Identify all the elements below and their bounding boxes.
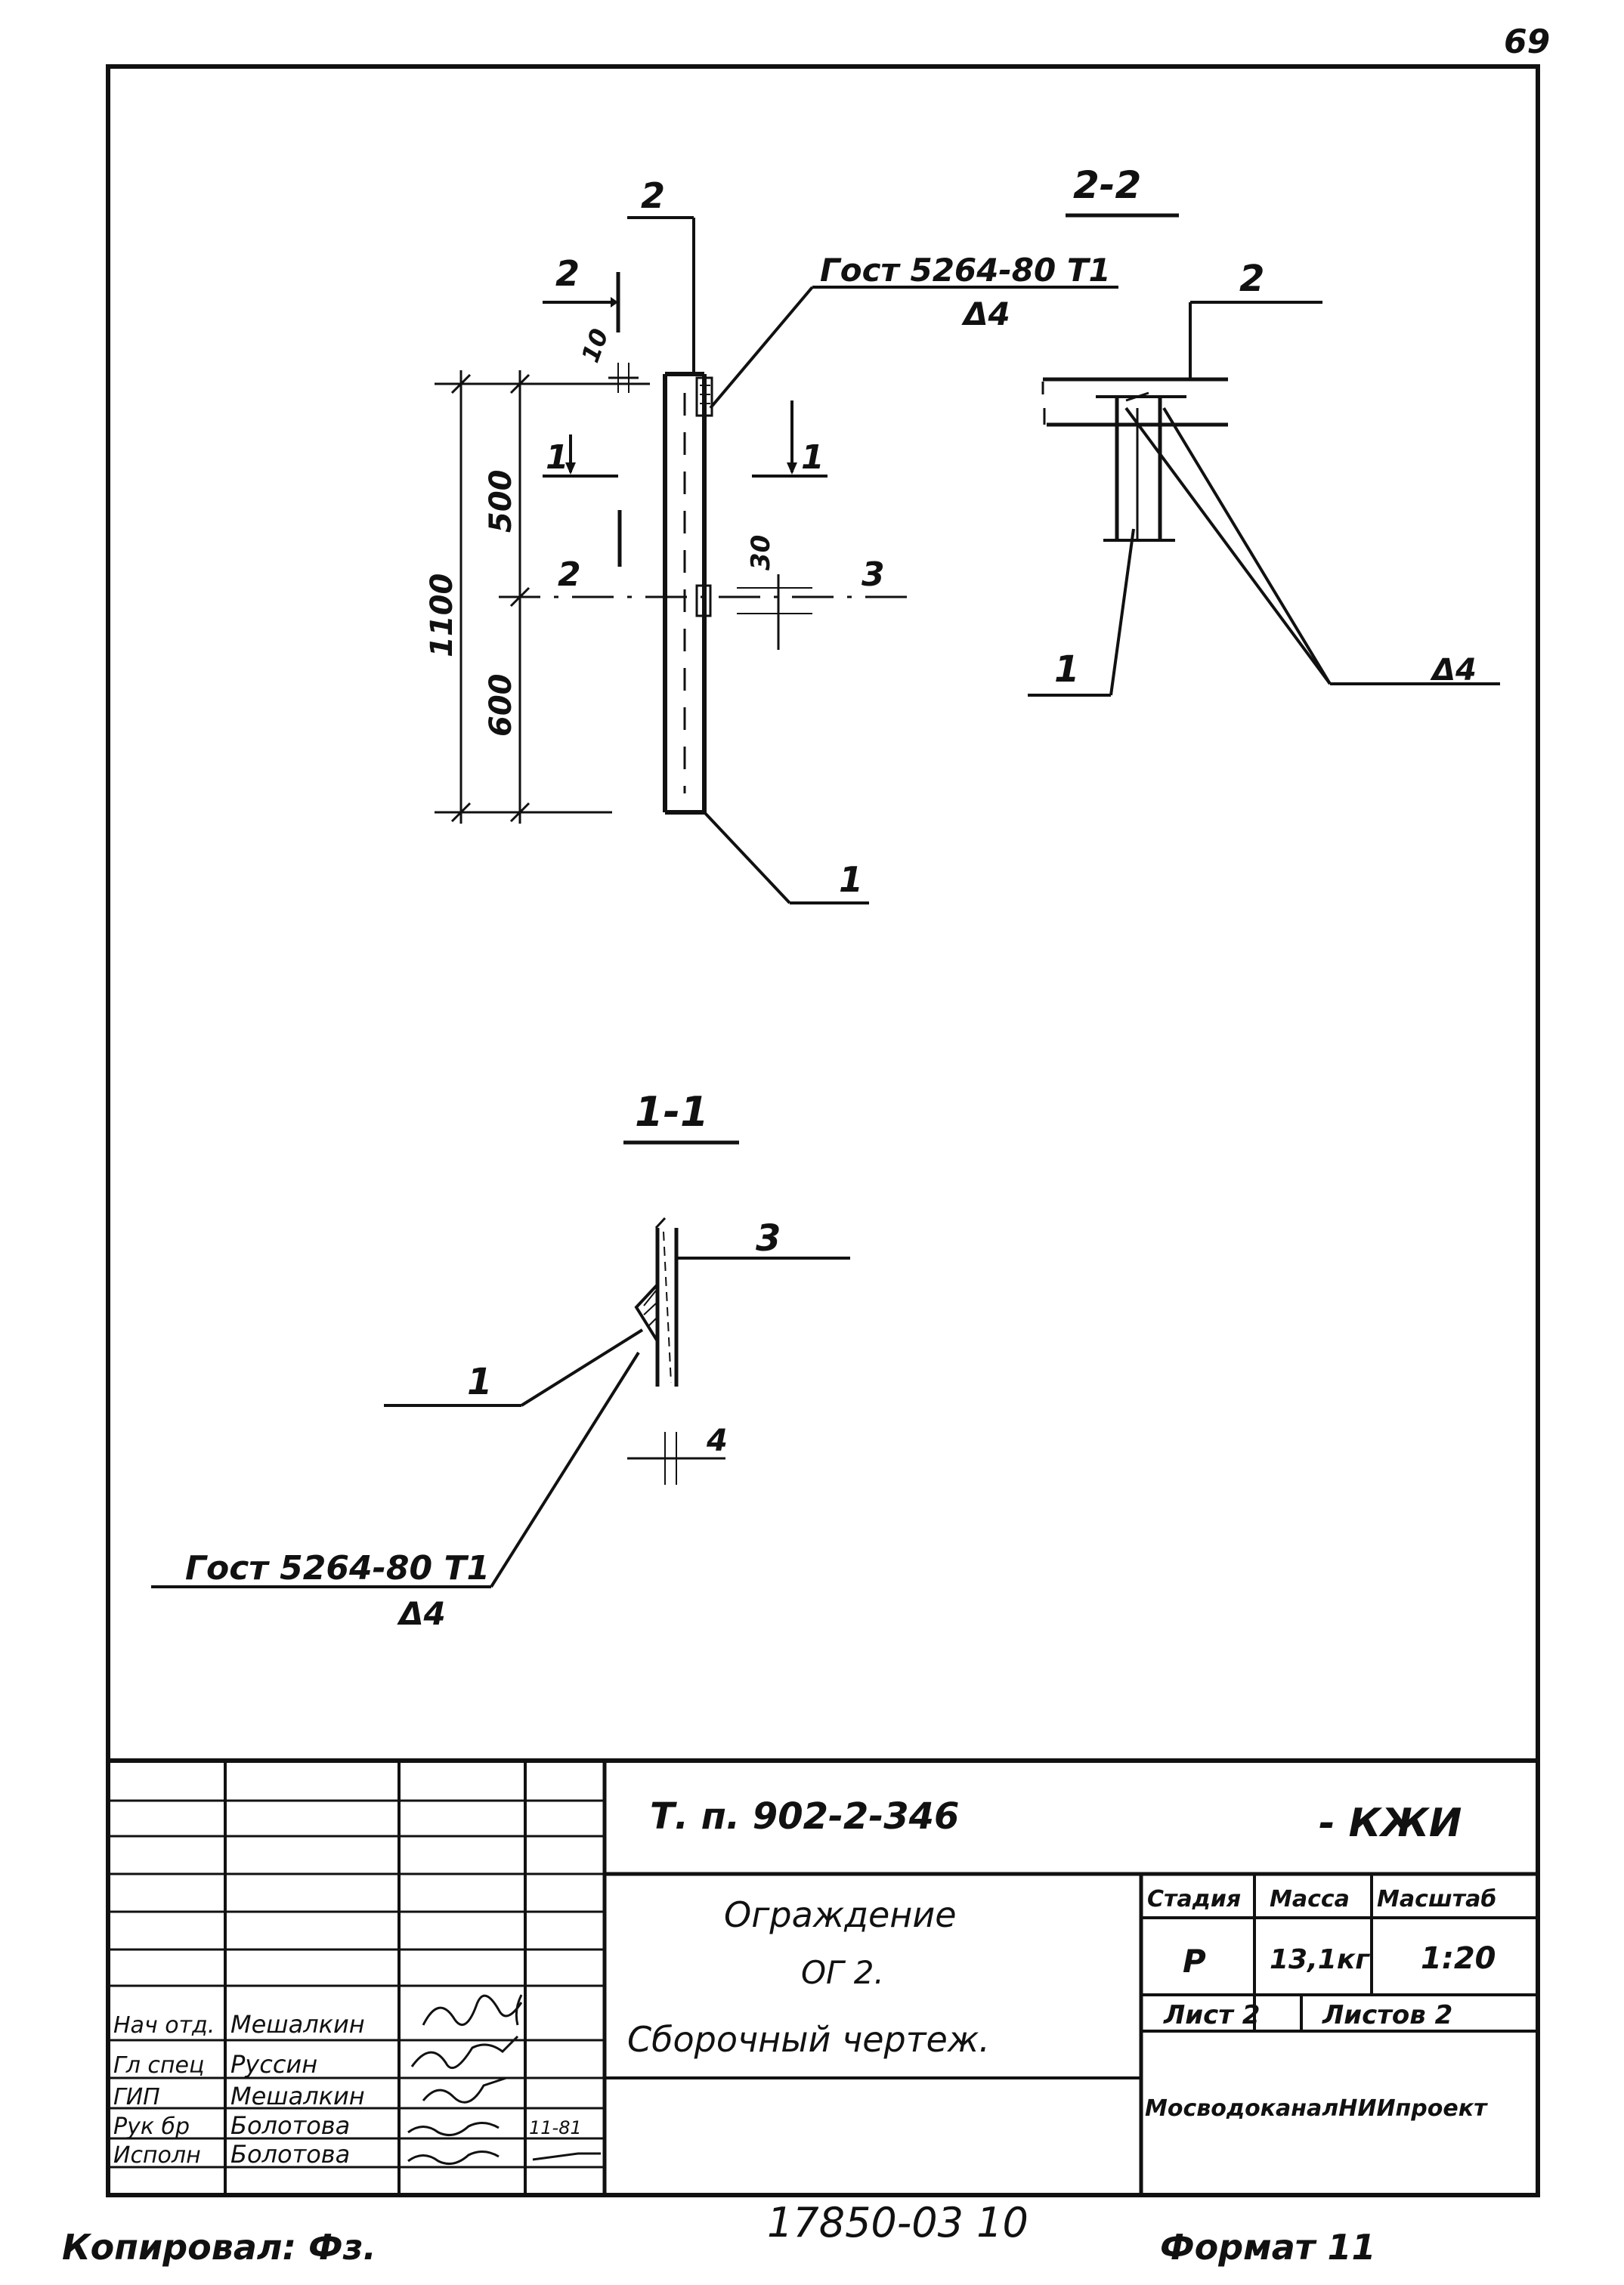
page-number: 69	[1504, 23, 1550, 61]
section-2-2-title: 2-2	[1073, 163, 1141, 207]
front-callout-2: 2	[641, 175, 665, 216]
section-1-1-title: 1-1	[635, 1088, 709, 1136]
copied-by: Копировал: Фз.	[62, 2227, 376, 2268]
section-1-1-drawing	[151, 1217, 850, 1588]
front-view	[435, 216, 1118, 904]
scale-value: 1:20	[1421, 1941, 1496, 1976]
staff-role-4: Рук бр	[113, 2113, 190, 2140]
staff-role-5: Исполн	[113, 2142, 201, 2169]
section-2-2-callout-1: 1	[1054, 648, 1079, 691]
title-block	[108, 1758, 1538, 2195]
dim-500: 500	[484, 470, 518, 533]
section-2-2-callout-2: 2	[1239, 258, 1264, 300]
stage-value: Р	[1183, 1943, 1206, 1980]
sheet-frame	[106, 64, 1540, 2197]
dim-10: 10	[576, 325, 614, 366]
drawing-name-line-3: Сборочный чертеж.	[627, 2019, 990, 2060]
section-2-2-drawing	[1028, 301, 1500, 697]
dim-600: 600	[484, 674, 518, 737]
dim-30: 30	[746, 535, 776, 570]
drawing-name-line-1: Ограждение	[724, 1894, 957, 1935]
staff-role-3: ГИП	[113, 2084, 160, 2110]
drawing-name-line-2: ОГ 2.	[801, 1954, 884, 1991]
sheet-number: Лист 2	[1163, 2000, 1260, 2030]
signatures	[407, 1994, 601, 2166]
date-mark: 11-81	[529, 2117, 582, 2138]
front-section-mark-2: 2	[555, 253, 580, 294]
front-weld-note: Гост 5264-80 Т1	[820, 252, 1111, 289]
section-1-1-callout-3: 3	[756, 1217, 781, 1260]
staff-role-1: Нач отд.	[113, 2012, 215, 2039]
mass-label: Масса	[1270, 1886, 1350, 1912]
staff-name-1: Мешалкин	[230, 2010, 365, 2039]
section-1-1-weld-note: Гост 5264-80 Т1	[185, 1549, 490, 1588]
archive-number: 17850-03 10	[767, 2199, 1029, 2246]
section-1-1-weld-leg: Δ4	[397, 1595, 446, 1632]
staff-role-2: Гл спец	[113, 2052, 204, 2079]
format: Формат 11	[1160, 2227, 1375, 2268]
front-section-mark-1-left: 1	[546, 438, 569, 477]
scale-label: Масштаб	[1377, 1886, 1496, 1912]
front-callout-1: 1	[839, 859, 863, 900]
dim-1100: 1100	[425, 574, 459, 657]
section-1-1-dim-4: 4	[706, 1424, 728, 1458]
organization: МосводоканалНИИпроект	[1145, 2095, 1488, 2122]
designation: Т. п. 902-2-346	[650, 1795, 959, 1838]
staff-name-5: Болотова	[230, 2140, 350, 2169]
section-2-2-weld-leg: Δ4	[1430, 653, 1477, 688]
document-code: - КЖИ	[1319, 1801, 1462, 1846]
front-callout-3: 3	[861, 555, 885, 594]
mass-value: 13,1кг	[1270, 1944, 1370, 1975]
staff-name-3: Мешалкин	[230, 2082, 365, 2110]
sheet-count: Листов 2	[1322, 2000, 1452, 2030]
front-section-mark-2-mid: 2	[558, 555, 581, 594]
front-section-mark-1-right: 1	[801, 438, 824, 477]
staff-name-2: Руссин	[230, 2050, 317, 2079]
section-1-1-callout-1: 1	[467, 1361, 492, 1403]
staff-name-4: Болотова	[230, 2111, 350, 2140]
stage-label: Стадия	[1147, 1886, 1241, 1912]
front-weld-leg: Δ4	[961, 295, 1010, 332]
